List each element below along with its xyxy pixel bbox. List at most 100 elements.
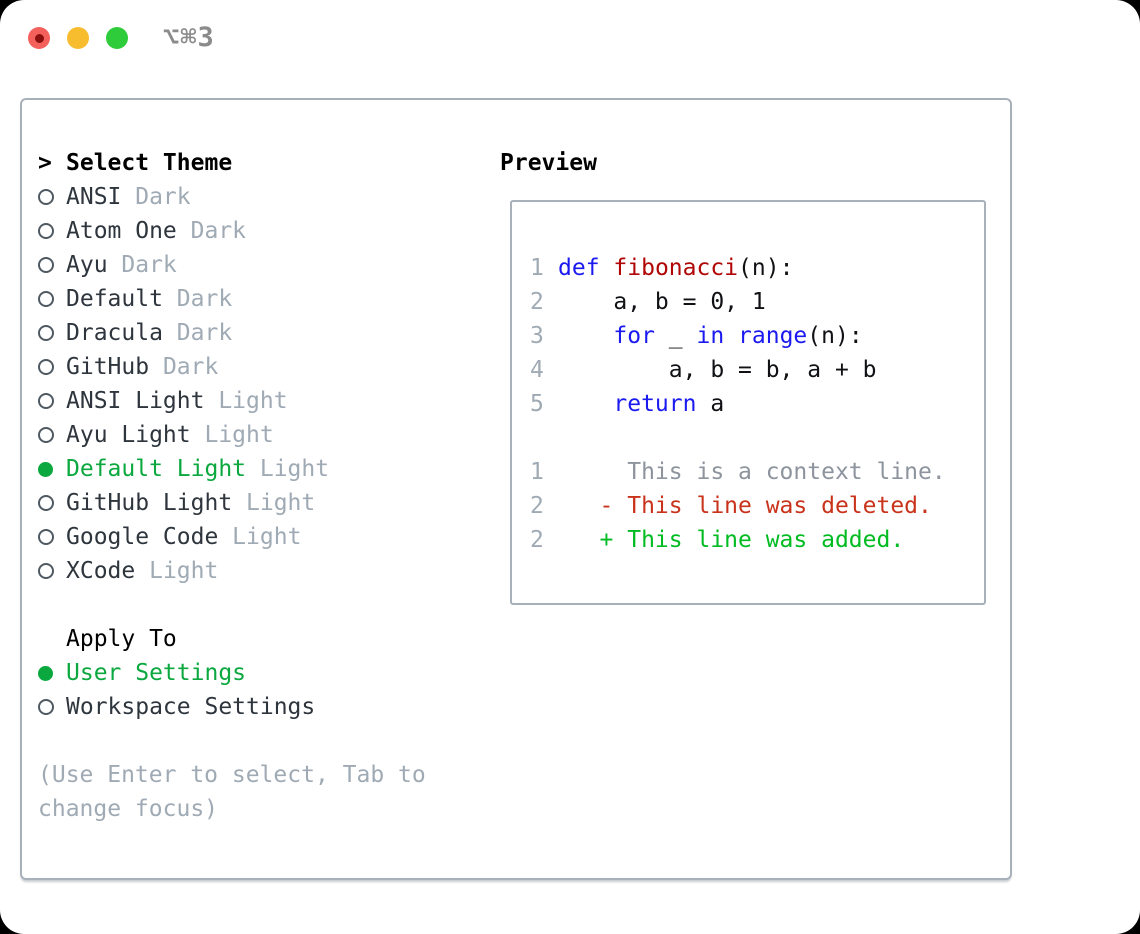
- radio-unselected-icon: [38, 393, 66, 409]
- radio-unselected-icon: [38, 257, 66, 273]
- preview-title: Preview: [500, 150, 597, 176]
- preview-line-code: 4 a, b = b, a + b: [530, 353, 984, 387]
- keyword-token: def: [558, 255, 600, 281]
- theme-name: ANSI: [66, 184, 122, 210]
- line-number: 3: [530, 323, 544, 349]
- theme-variant-tag: Light: [218, 524, 302, 550]
- preview-line-diff-added: 2 + This line was added.: [530, 523, 984, 557]
- titlebar: ⌥⌘3: [0, 0, 1140, 76]
- theme-name: Default: [66, 286, 163, 312]
- window-shortcut-label: ⌥⌘3: [163, 22, 215, 53]
- theme-name: ANSI Light: [66, 388, 205, 414]
- theme-option-xcode[interactable]: XCode Light: [38, 554, 448, 588]
- apply-to-title: Apply To: [66, 626, 177, 652]
- apply-option-workspace-settings[interactable]: Workspace Settings: [38, 690, 448, 724]
- theme-variant-tag: Dark: [149, 354, 219, 380]
- func-token: fibonacci: [613, 255, 739, 281]
- radio-ring-icon: [38, 359, 54, 375]
- preview-line-diff-context: 1 This is a context line.: [530, 455, 984, 489]
- radio-unselected-icon: [38, 529, 66, 545]
- close-button[interactable]: [28, 27, 50, 49]
- radio-unselected-icon: [38, 223, 66, 239]
- preview-code: 1 def fibonacci(n): 2 a, b = 0, 1 3 for _ i…: [530, 251, 984, 557]
- theme-name: Default Light: [66, 456, 247, 482]
- theme-name: XCode: [66, 558, 136, 584]
- radio-ring-icon: [38, 325, 54, 341]
- line-number: 1: [530, 255, 544, 281]
- theme-name: GitHub: [66, 354, 150, 380]
- line-number: 2: [530, 527, 544, 553]
- radio-unselected-icon: [38, 699, 66, 715]
- radio-ring-icon: [38, 529, 54, 545]
- maximize-button[interactable]: [106, 27, 128, 49]
- code-token: a, b = 0, 1: [558, 289, 766, 315]
- keyboard-hint: (Use Enter to select, Tab to change focu…: [38, 762, 426, 822]
- radio-ring-icon: [38, 257, 54, 273]
- preview-line-blank: [530, 421, 984, 455]
- close-dot-icon: [34, 33, 44, 43]
- theme-name: Ayu Light: [66, 422, 191, 448]
- added-token: + This line was added.: [558, 527, 905, 553]
- spacer: [38, 724, 448, 758]
- radio-ring-icon: [38, 223, 54, 239]
- keyword-token: for: [613, 323, 655, 349]
- theme-option-ayu-light[interactable]: Ayu Light Light: [38, 418, 448, 452]
- radio-unselected-icon: [38, 495, 66, 511]
- theme-variant-tag: Dark: [176, 218, 247, 244]
- radio-unselected-icon: [38, 189, 66, 205]
- preview-line-code: 1 def fibonacci(n):: [530, 251, 984, 285]
- theme-option-atom-one[interactable]: Atom One Dark: [38, 214, 448, 248]
- line-number: 4: [530, 357, 544, 383]
- theme-variant-tag: Light: [232, 490, 316, 516]
- code-token: [558, 323, 613, 349]
- theme-name: Dracula: [66, 320, 163, 346]
- apply-option-label: User Settings: [66, 660, 247, 686]
- theme-option-dracula[interactable]: Dracula Dark: [38, 316, 448, 350]
- apply-to-header: Apply To: [38, 622, 448, 656]
- radio-unselected-icon: [38, 427, 66, 443]
- theme-variant-tag: Dark: [121, 184, 191, 210]
- code-token: a, b = b, a + b: [558, 357, 877, 383]
- prompt-caret-icon: >: [38, 150, 52, 176]
- radio-unselected-icon: [38, 359, 66, 375]
- radio-selected-icon: [38, 461, 66, 477]
- theme-option-default-light[interactable]: Default Light Light: [38, 452, 448, 486]
- radio-dot-icon: [38, 461, 53, 477]
- radio-ring-icon: [38, 291, 54, 307]
- theme-variant-tag: Light: [204, 388, 288, 414]
- radio-ring-icon: [38, 563, 54, 579]
- code-token: a: [696, 391, 725, 417]
- theme-option-default[interactable]: Default Dark: [38, 282, 448, 316]
- theme-variant-tag: Light: [135, 558, 219, 584]
- theme-option-ansi-light[interactable]: ANSI Light Light: [38, 384, 448, 418]
- theme-name: Atom One: [66, 218, 177, 244]
- select-theme-header: >Select Theme: [38, 146, 448, 180]
- theme-variant-tag: Dark: [162, 320, 233, 346]
- code-token: [600, 255, 614, 281]
- line-number: 5: [530, 391, 544, 417]
- code-token: _: [654, 323, 697, 349]
- apply-option-user-settings[interactable]: User Settings: [38, 656, 448, 690]
- radio-unselected-icon: [38, 291, 66, 307]
- code-token: [724, 323, 738, 349]
- theme-name: GitHub Light: [66, 490, 233, 516]
- radio-ring-icon: [38, 189, 54, 205]
- radio-unselected-icon: [38, 563, 66, 579]
- radio-ring-icon: [38, 427, 54, 443]
- theme-option-ayu[interactable]: Ayu Dark: [38, 248, 448, 282]
- code-token: [558, 391, 613, 417]
- theme-option-google-code[interactable]: Google Code Light: [38, 520, 448, 554]
- theme-name: Google Code: [66, 524, 219, 550]
- theme-option-github[interactable]: GitHub Dark: [38, 350, 448, 384]
- code-token: (n):: [738, 255, 794, 281]
- preview-line-code: 3 for _ in range(n):: [530, 319, 984, 353]
- spacer: [38, 588, 448, 622]
- minimize-button[interactable]: [67, 27, 89, 49]
- line-number: 2: [530, 493, 544, 519]
- theme-variant-tag: Light: [190, 422, 274, 448]
- theme-option-github-light[interactable]: GitHub Light Light: [38, 486, 448, 520]
- theme-option-ansi[interactable]: ANSI Dark: [38, 180, 448, 214]
